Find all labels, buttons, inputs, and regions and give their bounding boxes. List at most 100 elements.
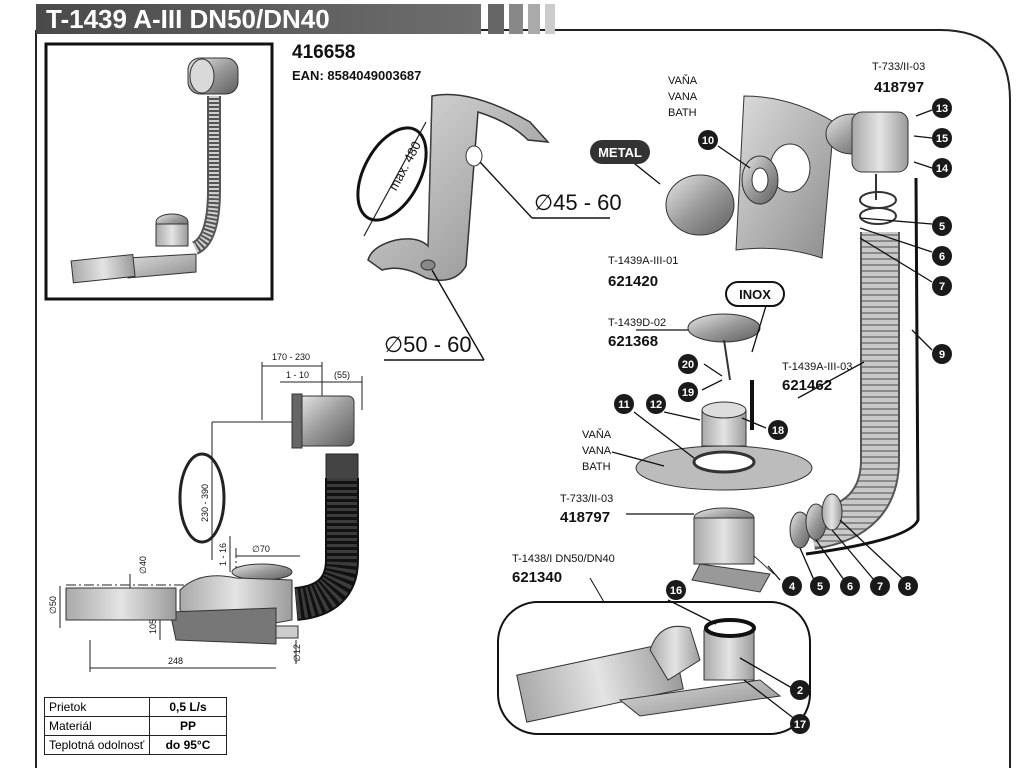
callout-circle <box>646 394 666 414</box>
callout-circle <box>810 576 830 596</box>
bath-label-lower-2: VANA <box>582 445 612 457</box>
callout-number: 19 <box>682 387 694 399</box>
callout-number: 2 <box>797 685 803 697</box>
callout-marker: 20 <box>678 354 698 374</box>
callout-circle <box>932 98 952 118</box>
callout-number: 16 <box>670 585 682 597</box>
dim-230-390: 230 - 390 <box>200 484 210 522</box>
product-ean: EAN: 8584049003687 <box>292 68 421 83</box>
dim-d70: ∅70 <box>252 544 270 554</box>
cover-hole-1: ∅45 - 60 <box>534 190 622 215</box>
callout-circle <box>790 680 810 700</box>
part-code-1: 418797 <box>874 79 924 96</box>
metal-badge: METAL <box>590 140 650 164</box>
part-ref-5: T-733/II-03 <box>560 493 613 505</box>
callout-marker: 13 <box>932 98 952 118</box>
leader-lines <box>611 109 933 721</box>
dim-105: 105 <box>148 619 158 634</box>
spec-value: 0,5 L/s <box>149 697 227 717</box>
callout-marker: 17 <box>790 714 810 734</box>
dim-d40: ∅40 <box>138 556 148 574</box>
part-ref-2: T-1439A-III-01 <box>608 255 678 267</box>
cover-hole-2: ∅50 - 60 <box>384 332 472 357</box>
product-code: 416658 <box>292 42 355 63</box>
callout-marker: 10 <box>698 130 718 150</box>
callout-number: 18 <box>772 425 784 437</box>
spec-row: Teplotná odolnosť do 95°C <box>44 735 227 755</box>
callout-circle <box>932 276 952 296</box>
callout-marker: 6 <box>932 246 952 266</box>
callout-circle <box>932 246 952 266</box>
callout-number: 13 <box>936 103 948 115</box>
callout-number: 14 <box>936 163 949 175</box>
callout-number: 5 <box>817 581 823 593</box>
callout-number: 12 <box>650 399 662 411</box>
callout-circle <box>932 216 952 236</box>
dim-55: (55) <box>334 370 350 380</box>
spec-label: Teplotná odolnosť <box>44 735 150 755</box>
callout-number: 7 <box>877 581 883 593</box>
callout-circle <box>614 394 634 414</box>
spec-table: Prietok 0,5 L/s Materiál PP Teplotná odo… <box>44 697 227 755</box>
height-range-marker <box>178 452 226 544</box>
callout-circle <box>840 576 860 596</box>
part-code-6: 621340 <box>512 569 562 586</box>
callout-marker: 14 <box>932 158 952 178</box>
metal-cap <box>665 174 735 236</box>
callout-number: 11 <box>618 399 630 411</box>
product-title: T-1439 A-III DN50/DN40 <box>46 4 330 34</box>
callout-circle <box>666 580 686 600</box>
callout-number: 5 <box>939 221 945 233</box>
callout-marker: 7 <box>932 276 952 296</box>
callout-circle <box>678 354 698 374</box>
callout-circle <box>698 130 718 150</box>
inox-badge: INOX <box>725 281 785 307</box>
callout-circle <box>678 382 698 402</box>
bath-label-upper-2: VANA <box>668 91 698 103</box>
callout-number: 6 <box>847 581 853 593</box>
spec-value: PP <box>149 716 227 736</box>
callout-marker: 6 <box>840 576 860 596</box>
callout-circle <box>782 576 802 596</box>
drawing-parts <box>65 393 359 645</box>
callout-marker: 4 <box>782 576 802 596</box>
callout-marker: 12 <box>646 394 666 414</box>
callout-marker: 19 <box>678 382 698 402</box>
spec-row: Prietok 0,5 L/s <box>44 697 227 717</box>
callout-marker: 5 <box>932 216 952 236</box>
callout-circle <box>768 420 788 440</box>
inox-plug <box>687 313 761 343</box>
exploded-view <box>497 95 920 735</box>
spec-label: Materiál <box>44 716 150 736</box>
callout-circle <box>932 344 952 364</box>
cover-plate: max. 480 ∅45 - 60 ∅50 - 60 <box>356 93 622 361</box>
callout-marker: 2 <box>790 680 810 700</box>
bath-label-upper-1: VAŇA <box>668 74 698 87</box>
spec-row: Materiál PP <box>44 716 227 736</box>
callout-marker: 18 <box>768 420 788 440</box>
part-ref-3: T-1439D-02 <box>608 317 666 329</box>
dim-170-230: 170 - 230 <box>272 352 310 362</box>
title-bar: T-1439 A-III DN50/DN40 <box>36 4 555 34</box>
product-photo <box>44 42 274 301</box>
callout-marker: 11 <box>614 394 634 414</box>
callout-marker: 9 <box>932 344 952 364</box>
callout-number: 8 <box>905 581 911 593</box>
dim-d50: ∅50 <box>48 596 58 614</box>
dim-d12: ∅12 <box>292 644 302 662</box>
part-code-2: 621420 <box>608 273 658 290</box>
metal-badge-label: METAL <box>598 145 642 160</box>
dim-1-16: 1 - 16 <box>218 543 228 566</box>
callout-circle <box>932 158 952 178</box>
part-code-4: 621462 <box>782 377 832 394</box>
callout-marker: 8 <box>898 576 918 596</box>
callout-number: 20 <box>682 359 694 371</box>
callout-number: 6 <box>939 251 945 263</box>
callout-circle <box>790 714 810 734</box>
callout-number: 10 <box>702 135 714 147</box>
spec-value: do 95°C <box>149 735 227 755</box>
part-ref-1: T-733/II-03 <box>872 61 925 73</box>
part-ref-4: T-1439A-III-03 <box>782 361 852 373</box>
part-code-5: 418797 <box>560 509 610 526</box>
